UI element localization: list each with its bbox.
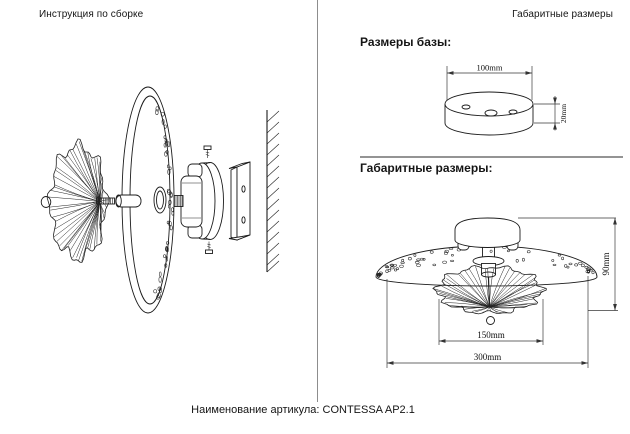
dimension-20mm: 20mm [534, 96, 568, 131]
base-size-title: Размеры базы: [360, 35, 452, 49]
page-title-right: Габаритные размеры [512, 9, 613, 20]
diffuser-disc-side [121, 86, 175, 314]
dimension-100mm: 100mm [446, 63, 533, 100]
canopy-assembly [180, 145, 224, 254]
base-dimensions-drawing: 100mm 20mm [444, 63, 568, 136]
assembly-diagram [40, 86, 280, 314]
dimension-150mm: 150mm [438, 299, 544, 345]
section-divider [360, 156, 623, 158]
canopy-front [454, 217, 521, 307]
dimension-90mm: 90mm [518, 217, 618, 311]
disc-perforation-pattern [153, 106, 175, 300]
base-height-label: 20mm [559, 104, 568, 123]
shade-width-label: 150mm [477, 330, 505, 340]
base-canopy-drawing [444, 91, 534, 136]
mounting-screw-top [203, 145, 212, 158]
total-width-label: 300mm [474, 352, 502, 362]
spacer-tube [115, 194, 142, 208]
threaded-nipple [172, 195, 184, 207]
overall-dimensions-drawing: 90mm 150mm 300mm [375, 217, 618, 368]
lotus-shade-side [46, 138, 110, 263]
lamp-height-label: 90mm [601, 252, 611, 275]
disc-perforation-pattern [376, 245, 595, 278]
lotus-shade-front [432, 265, 547, 315]
wall-hatch [266, 110, 280, 273]
base-width-label: 100mm [477, 63, 503, 73]
mounting-bracket [228, 161, 251, 241]
article-name-label: Наименование артикула: CONTESSA AP2.1 [191, 404, 415, 416]
decorative-ball [486, 316, 495, 325]
vertical-divider [317, 0, 318, 402]
mounting-screw-bottom [205, 241, 213, 254]
page-title-left: Инструкция по сборке [39, 9, 144, 20]
finial-cap [40, 196, 52, 208]
dimension-300mm: 300mm [386, 276, 589, 368]
overall-size-title: Габаритные размеры: [360, 161, 493, 175]
